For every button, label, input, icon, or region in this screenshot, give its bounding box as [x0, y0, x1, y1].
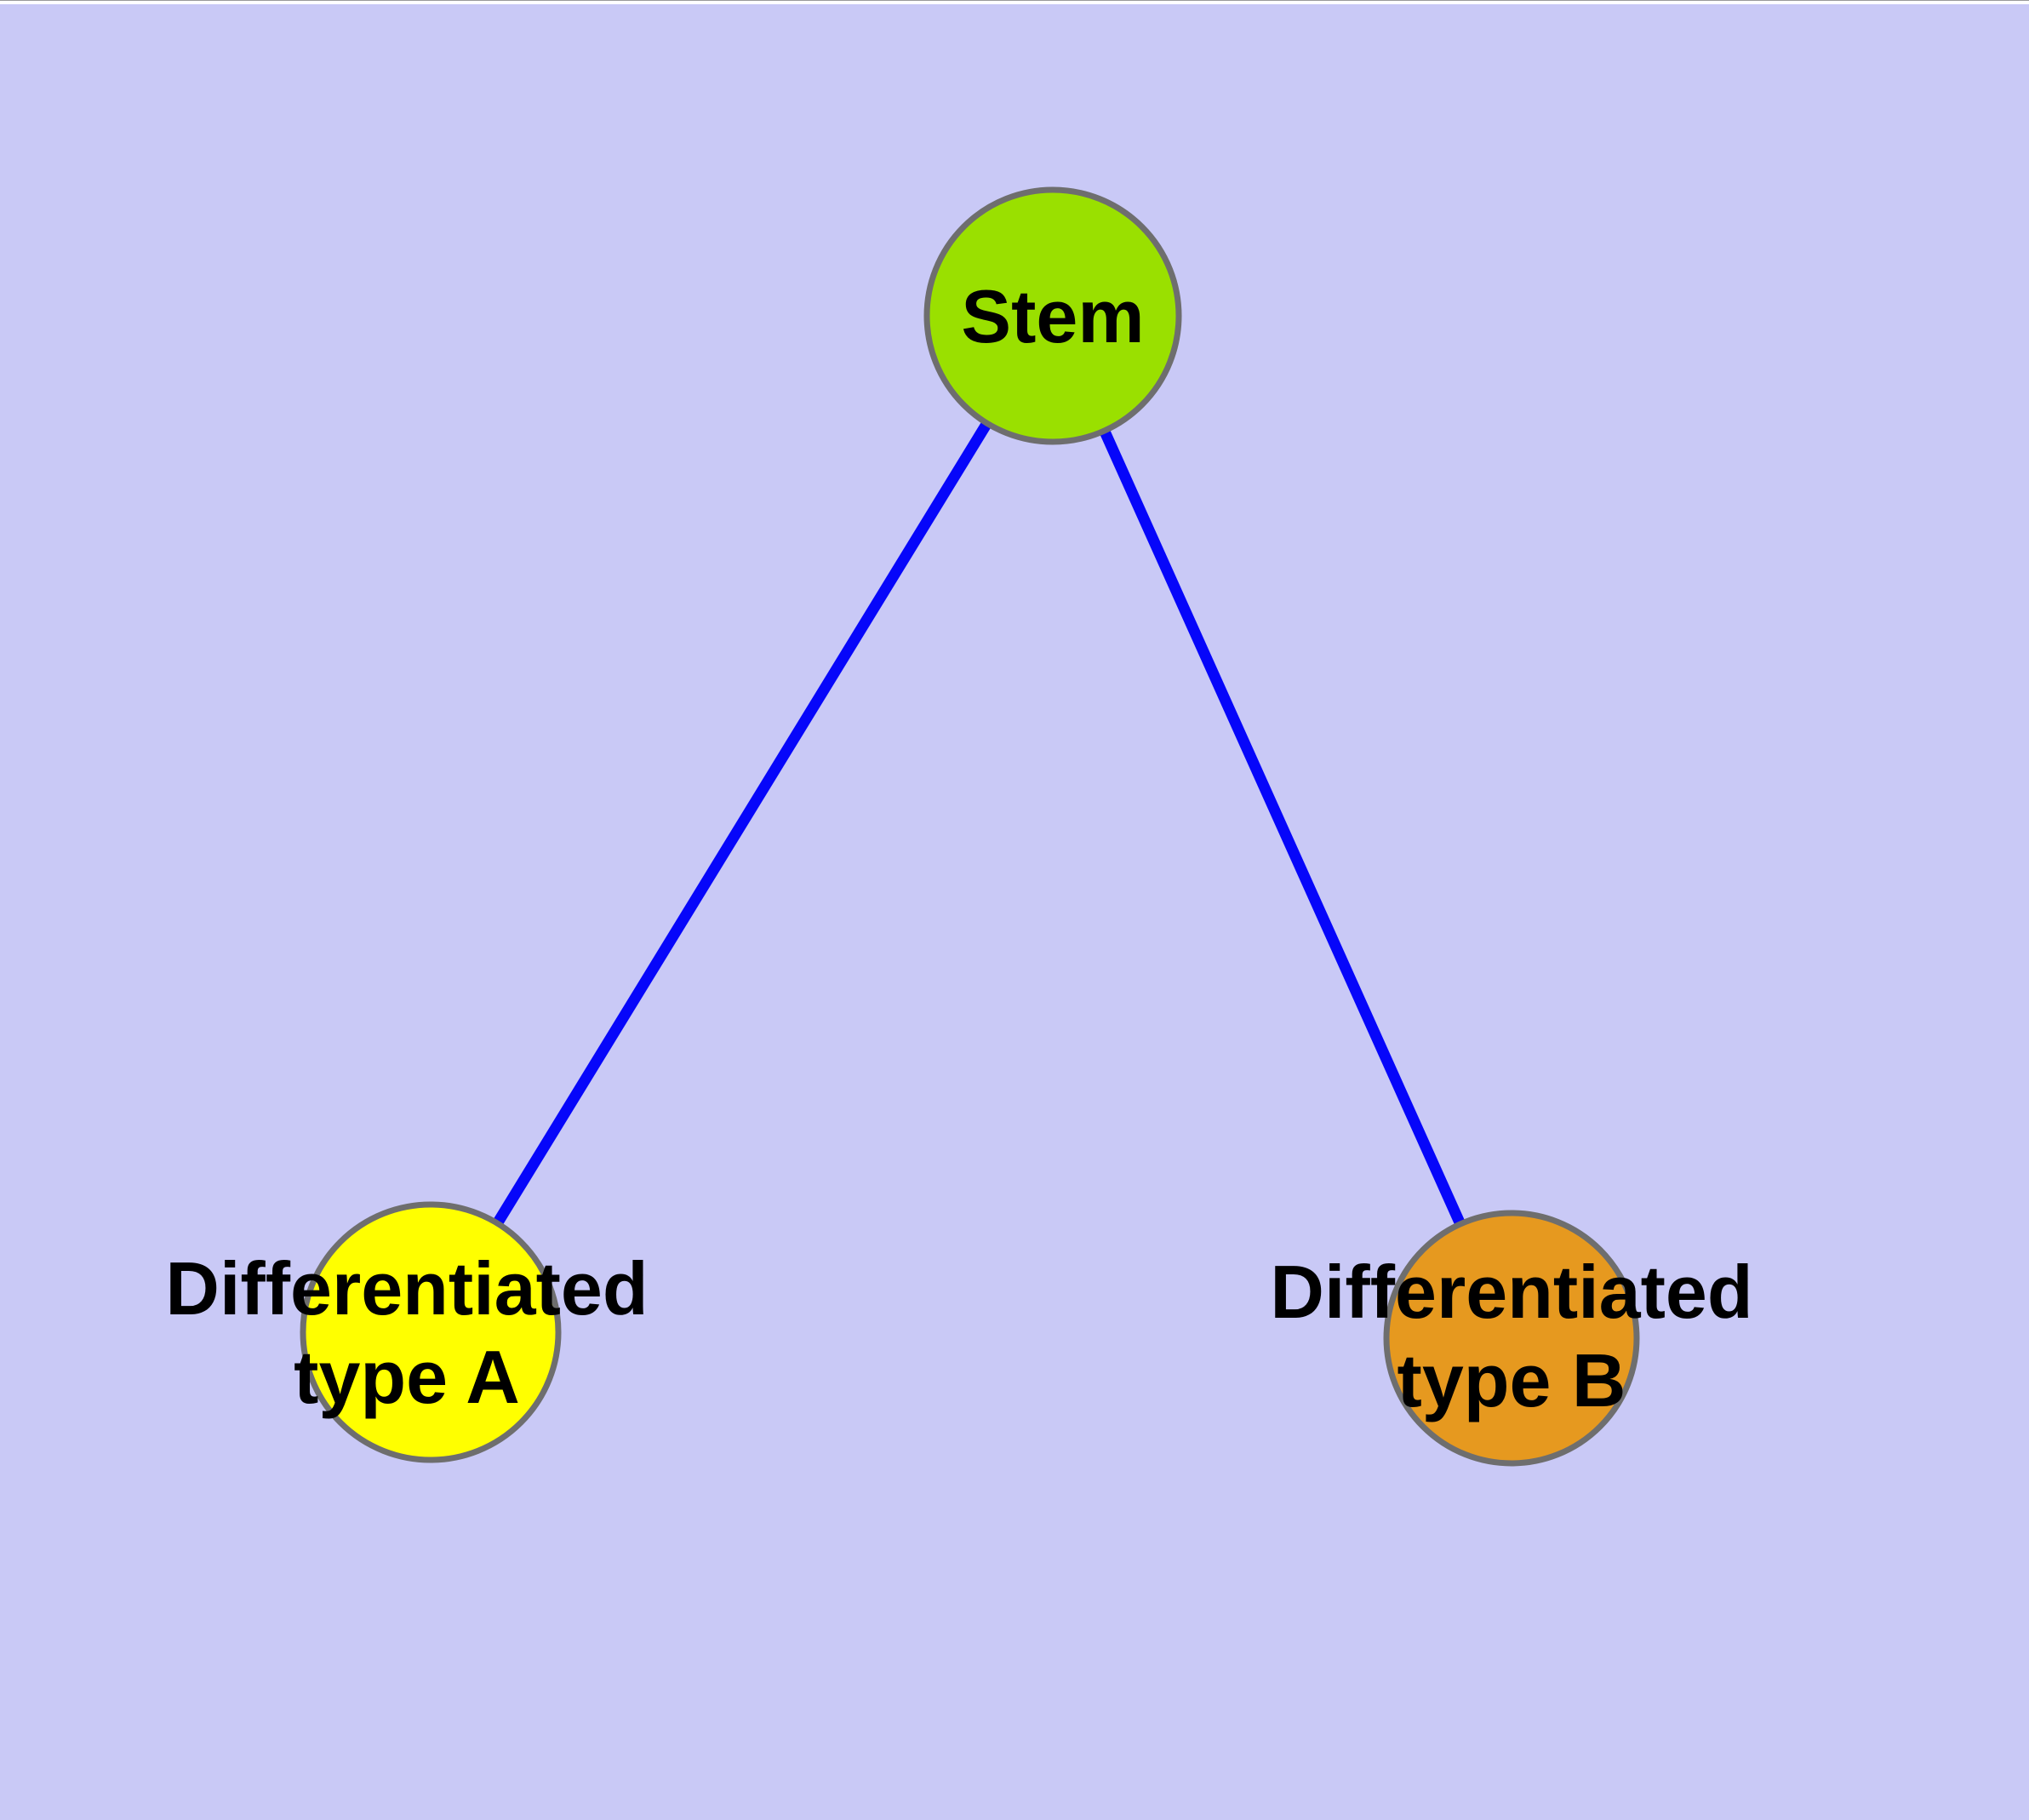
- top-margin-strip: [0, 0, 2029, 4]
- edge-stem-to-type-a: [426, 312, 1058, 1336]
- edge-stem-to-type-b: [1048, 313, 1517, 1341]
- node-differentiated-type-a: [300, 1201, 562, 1463]
- node-stem: [923, 186, 1182, 445]
- node-label-stem: Stem: [961, 274, 1145, 358]
- node-label-differentiated-type-a: Differentiated type A: [165, 1246, 649, 1419]
- node-label-differentiated-type-b: Differentiated type B: [1270, 1250, 1753, 1422]
- node-differentiated-type-b: [1383, 1210, 1640, 1467]
